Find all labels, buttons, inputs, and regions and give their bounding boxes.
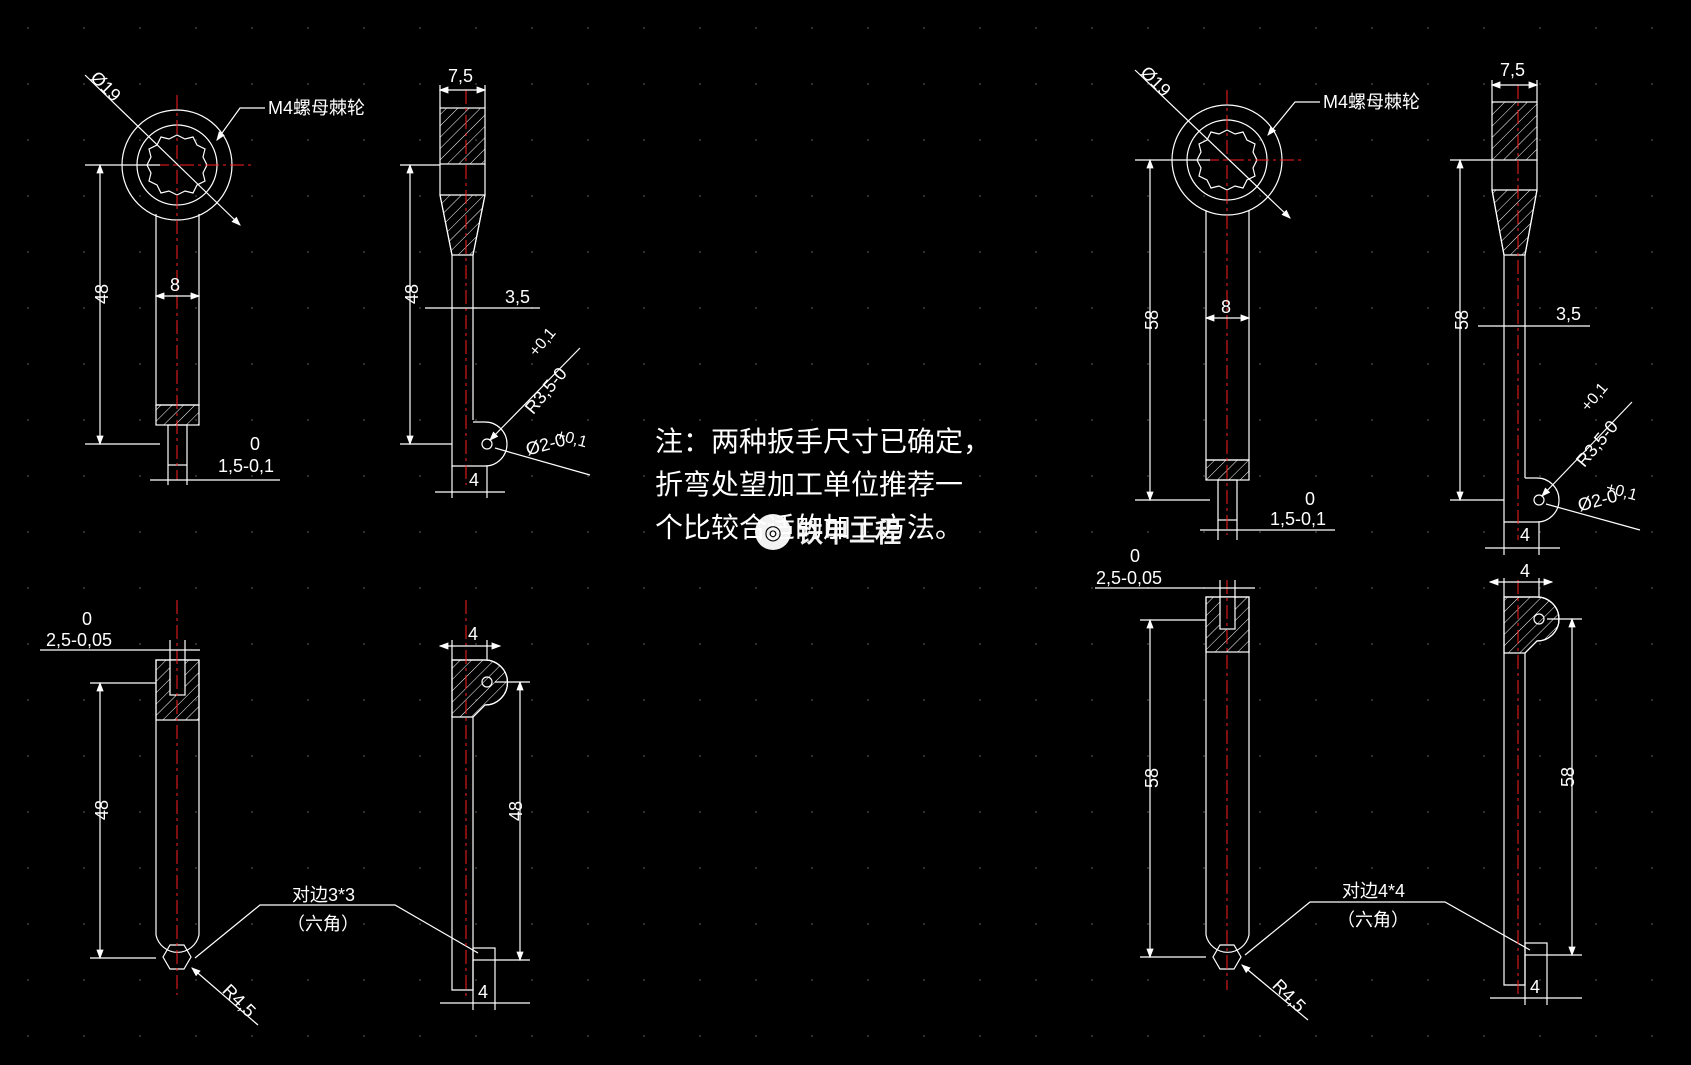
note-line-3: 个比较合适的加工方法。 [655, 511, 964, 544]
large-bottom-side-view [1488, 578, 1582, 1005]
large-bottom-side-length: 58 [1558, 767, 1578, 787]
small-bottom-front-tol-upper: 0 [82, 609, 92, 629]
large-top-front-length: 58 [1142, 310, 1162, 330]
large-bottom-front-hex-sub: （六角） [1337, 910, 1409, 930]
note-line-1: 注：两种扳手尺寸已确定， [655, 425, 992, 458]
small-top-side-length: 48 [402, 284, 422, 304]
small-bottom-front-view [40, 600, 479, 1026]
large-bottom-front-tol-value: 2,5-0,05 [1096, 568, 1162, 588]
large-top-front-view [1134, 69, 1335, 540]
small-top-side-end-width: 4 [469, 470, 479, 490]
watermark: ◎ 铁甲工程 [755, 513, 901, 550]
small-top-side-neck: 3,5 [505, 287, 530, 307]
small-bottom-front-hex-label: 对边3*3 [292, 885, 355, 905]
large-bottom-front-view [1095, 580, 1531, 1021]
large-bottom-front-tol-upper: 0 [1130, 546, 1140, 566]
small-top-front-tol-upper: 0 [250, 434, 260, 454]
small-bottom-front-tol-value: 2,5-0,05 [46, 630, 112, 650]
large-top-side-end-width: 4 [1520, 525, 1530, 545]
large-bottom-side-end-width: 4 [1530, 977, 1540, 997]
note-line-2: 折弯处望加工单位推荐一 [655, 468, 964, 501]
small-bottom-side-end-width: 4 [478, 982, 488, 1002]
large-top-front-tol-value: 1,5-0,1 [1270, 509, 1326, 529]
small-top-front-view [84, 74, 280, 485]
small-top-front-length: 48 [92, 284, 112, 304]
watermark-text: 铁甲工程 [797, 519, 902, 549]
small-top-front-tol-value: 1,5-0,1 [218, 456, 274, 476]
small-bottom-front-hex-sub: （六角） [287, 914, 359, 934]
small-bottom-side-length: 48 [506, 801, 526, 821]
watermark-logo-icon: ◎ [755, 513, 791, 550]
large-bottom-side-top-width: 4 [1520, 561, 1530, 581]
large-bottom-front-hex-label: 对边4*4 [1342, 881, 1405, 901]
small-top-side-view [400, 85, 591, 498]
large-top-front-width: 8 [1221, 297, 1231, 317]
large-top-side-thickness: 7,5 [1500, 60, 1525, 80]
small-top-side-thickness: 7,5 [448, 66, 473, 86]
large-bottom-front-length: 58 [1142, 768, 1162, 788]
large-top-side-neck: 3,5 [1556, 304, 1581, 324]
large-top-front-tol-upper: 0 [1305, 489, 1315, 509]
small-bottom-side-view [438, 600, 530, 1010]
small-bottom-side-top-width: 4 [468, 624, 478, 644]
small-top-front-width: 8 [170, 275, 180, 295]
large-top-side-length: 58 [1452, 310, 1472, 330]
large-top-side-view [1450, 80, 1641, 555]
small-bottom-front-length: 48 [92, 800, 112, 820]
design-note: 注：两种扳手尺寸已确定， 折弯处望加工单位推荐一 个比较合适的加工方法。 [655, 420, 1075, 549]
large-top-front-leader: M4螺母棘轮 [1323, 92, 1420, 112]
small-top-front-leader: M4螺母棘轮 [268, 98, 365, 118]
